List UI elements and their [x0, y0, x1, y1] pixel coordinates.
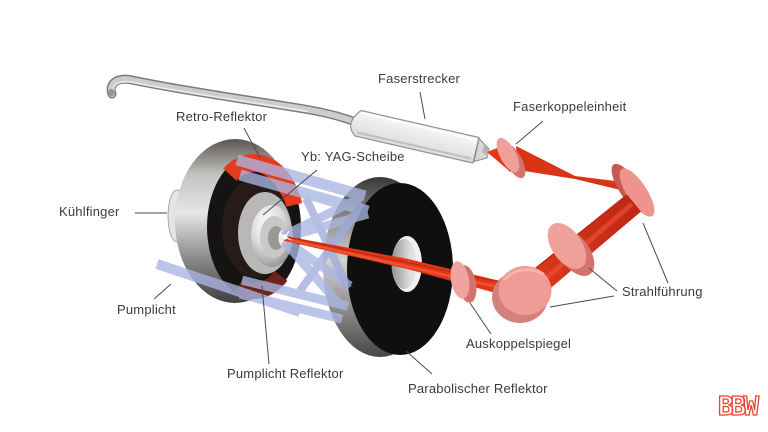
leader-lines	[135, 91, 669, 375]
fiber-tip	[108, 88, 115, 97]
label-retro-reflektor: Retro-Reflektor	[176, 109, 268, 124]
label-yb-yag-scheibe: Yb: YAG-Scheibe	[301, 149, 405, 164]
label-strahlfuehrung: Strahlführung	[622, 284, 703, 299]
output-coupler-lens	[450, 261, 477, 303]
beam-guide-mirror	[611, 163, 655, 217]
label-kuehlfinger: Kühlfinger	[59, 204, 120, 219]
beam-guide-lens	[547, 223, 595, 276]
label-parabolischer-reflektor: Parabolischer Reflektor	[408, 381, 548, 396]
fiber-stretcher-nozzle	[473, 137, 490, 163]
label-auskoppelspiegel: Auskoppelspiegel	[466, 336, 572, 351]
optical-fiber	[106, 74, 363, 128]
fiber-stretcher	[350, 109, 490, 164]
fiber-coupling-lens	[496, 137, 526, 179]
disk-module-ring	[175, 139, 303, 303]
label-pumplicht-reflektor: Pumplicht Reflektor	[227, 366, 344, 381]
beam-sparkle	[278, 230, 292, 243]
yag-disk-mount	[238, 192, 293, 274]
label-faserkoppeleinheit: Faserkoppeleinheit	[513, 99, 627, 114]
label-faserstrecker: Faserstrecker	[378, 71, 461, 86]
label-pumplicht: Pumplicht	[117, 302, 176, 317]
bbw-logo: BBW	[718, 392, 759, 422]
beam-guide-disk	[492, 266, 552, 323]
